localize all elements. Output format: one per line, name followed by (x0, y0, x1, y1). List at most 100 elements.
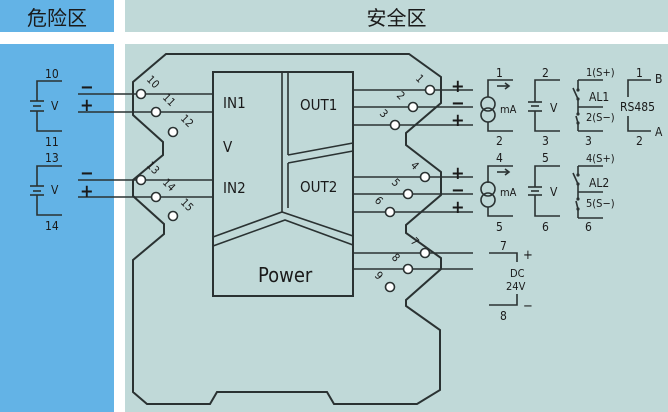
terminal-12 (167, 126, 179, 138)
label-voltage: 24V (506, 280, 526, 293)
out2-alarm-relay: 4(S+) AL2 5(S−) 6 (572, 152, 615, 234)
label-top: 4 (496, 151, 503, 165)
label-bottom: 6 (542, 220, 549, 234)
terminal-label-12: 12 (178, 112, 196, 130)
current-source-icon (480, 96, 496, 112)
label-unit: mA (500, 186, 517, 199)
label-top: 1 (636, 66, 643, 80)
input-block (212, 71, 354, 297)
switch-icon (572, 172, 579, 185)
label-unit: mA (500, 103, 517, 116)
power-separator (212, 211, 354, 238)
terminal-label-9: 9 (372, 269, 386, 283)
block-label-in2: IN2 (223, 179, 246, 197)
safe-zone-header: 安全区 (125, 0, 668, 32)
polarity-plus: + (80, 95, 94, 116)
label-top: 1 (496, 66, 503, 80)
out2-polarity-plus: + (451, 163, 465, 184)
label-pin-a: A (655, 125, 663, 139)
terminal-3 (389, 119, 401, 131)
terminal-label-3: 3 (377, 107, 391, 121)
label-bottom: 3 (542, 134, 549, 148)
label-middle: 5(S−) (586, 197, 615, 210)
label-unit: V (550, 101, 558, 115)
label-bottom: 2 (636, 134, 643, 148)
terminal-14 (150, 191, 162, 203)
label-middle: 2(S−) (586, 111, 615, 124)
out-separator (287, 142, 354, 156)
source-label: V (51, 99, 59, 113)
danger-zone-header: 危险区 (0, 0, 114, 32)
terminal-2 (407, 101, 419, 113)
out1-polarity-plus: + (451, 76, 465, 97)
source-terminal-top: 10 (45, 67, 59, 81)
polarity-plus: + (80, 181, 94, 202)
out2-polarity-plus: + (451, 197, 465, 218)
power-supply: 7 + DC 24V − 8 (489, 239, 533, 323)
block-label-in1: IN1 (223, 94, 246, 112)
source-terminal-bottom: 11 (45, 135, 59, 149)
label-minus: − (523, 299, 533, 314)
source-terminal-bottom: 14 (45, 219, 59, 233)
power-separator (212, 219, 354, 247)
out2-current-source: 4 mA 5 (480, 151, 517, 234)
label-top: 1(S+) (586, 66, 615, 79)
label-bottom: 3 (585, 134, 592, 148)
label-top: 7 (500, 239, 507, 253)
terminal-label-14: 14 (160, 176, 178, 194)
source-terminal-top: 13 (45, 151, 59, 165)
label-bottom: 5 (496, 220, 503, 234)
label-plus: + (523, 248, 533, 263)
block-label-out1: OUT1 (300, 96, 337, 114)
switch-icon (572, 87, 579, 100)
out-separator (287, 150, 354, 164)
terminal-13 (135, 174, 147, 186)
label-dc: DC (510, 267, 525, 280)
out1-current-source: 1 mA 2 (480, 66, 517, 148)
terminal-label-1: 1 (413, 72, 427, 86)
label-bottom: 2 (496, 134, 503, 148)
label-top: 5 (542, 151, 549, 165)
terminal-label-6: 6 (372, 194, 386, 208)
terminal-4 (419, 171, 431, 183)
terminal-10 (135, 88, 147, 100)
label-rs485: RS485 (620, 100, 655, 114)
label-alarm: AL1 (589, 90, 609, 104)
block-label-input-type: V (223, 138, 233, 156)
label-top: 4(S+) (586, 152, 615, 165)
block-label-power: Power (258, 263, 313, 287)
label-pin-b: B (655, 72, 662, 86)
terminal-label-4: 4 (408, 159, 422, 173)
out2-voltage-source: 5 V 6 (528, 151, 560, 234)
out1-polarity-minus: − (451, 93, 465, 114)
terminal-label-10: 10 (144, 73, 162, 91)
label-top: 2 (542, 66, 549, 80)
current-source-icon (480, 181, 496, 197)
hazardous-source-2: 13 V 14 − + (30, 151, 94, 233)
out1-voltage-source: 2 V 3 (528, 66, 560, 148)
terminal-7 (419, 247, 431, 259)
terminal-label-2: 2 (394, 89, 408, 103)
out1-alarm-relay: 1(S+) AL1 2(S−) 3 (572, 66, 615, 148)
out1-polarity-plus: + (451, 110, 465, 131)
block-label-out2: OUT2 (300, 178, 337, 196)
terminal-8 (402, 263, 414, 275)
terminal-1 (424, 84, 436, 96)
terminal-label-5: 5 (389, 176, 403, 190)
label-bottom: 6 (585, 220, 592, 234)
module-outline (132, 53, 442, 405)
label-alarm: AL2 (589, 176, 609, 190)
label-unit: V (550, 185, 558, 199)
polarity-minus: − (80, 77, 94, 98)
source-label: V (51, 183, 59, 197)
out2-polarity-minus: − (451, 180, 465, 201)
hazardous-source-1: 10 V 11 − + (30, 67, 94, 149)
terminal-label-13: 13 (144, 159, 162, 177)
out1-rs485: 1 B RS485 A 2 (620, 66, 663, 148)
terminal-6 (384, 206, 396, 218)
danger-zone-panel (0, 44, 114, 412)
terminal-11 (150, 106, 162, 118)
terminal-15 (167, 210, 179, 222)
label-bottom: 8 (500, 309, 507, 323)
